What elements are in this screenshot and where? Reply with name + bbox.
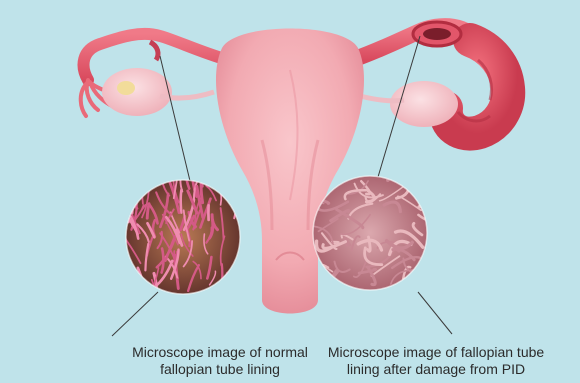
cilia-strand xyxy=(181,190,182,213)
cilia-strand xyxy=(201,176,203,202)
cilia-strand xyxy=(142,184,143,204)
normal-callout-line xyxy=(160,56,190,181)
left-ovary xyxy=(102,68,214,116)
right-ovary xyxy=(360,81,458,127)
cilia-strand xyxy=(227,273,237,290)
cilia-strand xyxy=(124,196,129,222)
cilia-strand xyxy=(134,187,136,203)
cilia-strand xyxy=(124,180,137,209)
damaged-caption-pointer xyxy=(418,292,452,334)
cilia-strand xyxy=(222,264,223,287)
damaged-tissue-strand xyxy=(402,178,418,182)
cilia-strand xyxy=(129,174,136,203)
damaged-caption-line2: lining after damage from PID xyxy=(286,361,580,378)
normal-caption-pointer xyxy=(112,292,158,336)
cilia-strand xyxy=(147,204,149,219)
cilia-strand xyxy=(230,166,235,186)
cilia-strand xyxy=(210,165,216,189)
cilia-strand xyxy=(141,160,154,188)
cilia-strand xyxy=(145,159,163,186)
cilia-strand xyxy=(132,184,136,201)
damaged-lining-caption: Microscope image of fallopian tube linin… xyxy=(286,344,580,378)
normal-lining-microscope-image xyxy=(114,159,240,294)
damaged-caption-line1: Microscope image of fallopian tube xyxy=(286,344,580,361)
cilia-strand xyxy=(114,195,128,219)
damaged-tissue-strand xyxy=(412,173,425,185)
cilia-strand xyxy=(137,177,146,190)
damaged-tissue-strand xyxy=(416,184,425,197)
